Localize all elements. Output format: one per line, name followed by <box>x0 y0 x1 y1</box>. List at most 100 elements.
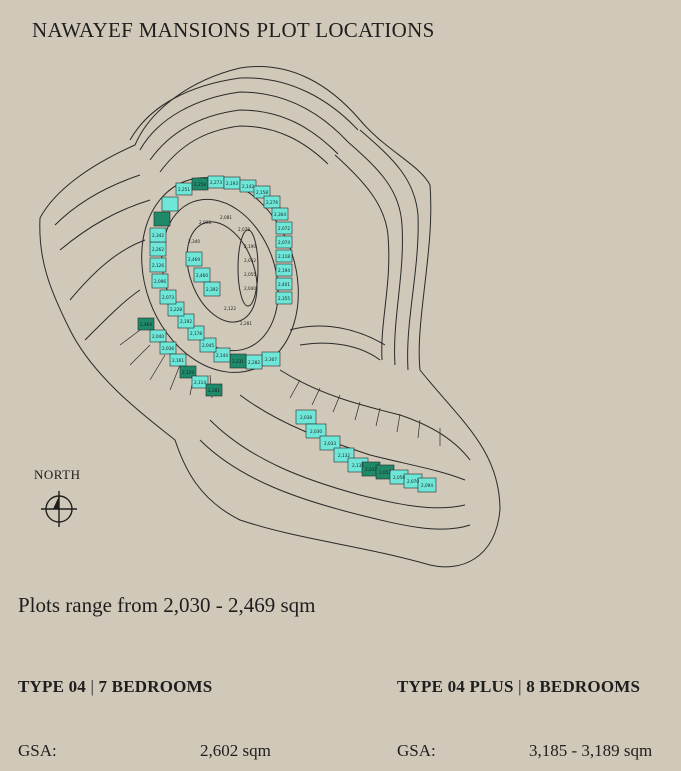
plot-label: 2,273 <box>210 180 222 185</box>
plot-label: 2,098 <box>199 220 211 225</box>
plot <box>149 257 167 273</box>
plot-label: 2,078 <box>238 227 250 232</box>
type-bedrooms: 7 BEDROOMS <box>98 677 213 696</box>
compass-icon <box>41 491 77 527</box>
type-bedrooms: 8 BEDROOMS <box>526 677 641 696</box>
plot-label: 2,258 <box>194 182 206 187</box>
plot-label: 2,342 <box>152 233 164 238</box>
plot <box>275 235 293 249</box>
plot <box>151 273 169 289</box>
plot-label: 2,056 <box>393 475 405 480</box>
plot <box>185 251 203 267</box>
plot-label: 2,392 <box>206 287 218 292</box>
plot <box>213 347 231 363</box>
gsa-value: 2,602 sqm <box>200 741 271 760</box>
plot <box>275 291 293 305</box>
plot <box>169 353 187 367</box>
plot-label: 2,096 <box>154 279 166 284</box>
plot-label: 2,074 <box>278 240 290 245</box>
plot-label: 2,307 <box>265 357 277 362</box>
gsa-label: GSA: <box>397 741 436 760</box>
plot-label: 2,073 <box>162 295 174 300</box>
plot-label: 2,045 <box>202 343 214 348</box>
plot-label: 2,281 <box>208 388 220 393</box>
plot-label: 2,401 <box>278 282 290 287</box>
plot-label: 2,228 <box>170 307 182 312</box>
plot-label: 2,126 <box>152 263 164 268</box>
plot-label: 2,057 <box>379 470 391 475</box>
plot <box>191 375 209 389</box>
plot <box>137 317 155 331</box>
plot-label: 2,072 <box>278 226 290 231</box>
plot-label: 2,081 <box>220 215 232 220</box>
plot <box>153 211 171 227</box>
plot <box>179 365 197 379</box>
plot-label: 2,144 <box>216 353 228 358</box>
plot-label: 2,094 <box>421 483 433 488</box>
plot-label: 2,129 <box>182 370 194 375</box>
plot-label: 2,161 <box>172 358 184 363</box>
plot-label: 2,038 <box>300 415 312 420</box>
plot-label: 2,460 <box>196 273 208 278</box>
plot <box>159 341 177 355</box>
plot <box>193 267 211 283</box>
plot-label: 2,037 <box>365 467 377 472</box>
type-name: TYPE 04 PLUS <box>397 677 514 696</box>
type-04-heading: TYPE 04 | 7 BEDROOMS <box>18 677 213 696</box>
plot <box>253 185 271 199</box>
gsa-label: GSA: <box>18 741 57 760</box>
plot <box>417 477 437 493</box>
plot <box>149 329 167 343</box>
plot <box>203 281 221 297</box>
plot-label: 2,469 <box>188 257 200 262</box>
plot-label: 2,251 <box>178 187 190 192</box>
plot-label: 2,118 <box>278 254 290 259</box>
plot-label: 2,364 <box>274 212 286 217</box>
plot-label: 2,262 <box>152 247 164 252</box>
plot <box>187 325 205 341</box>
type-name: TYPE 04 <box>18 677 86 696</box>
plot-label: 2,136 <box>352 463 364 468</box>
ring-plots <box>137 175 437 493</box>
plot-label: 2,281 <box>240 321 252 326</box>
north-label: NORTH <box>34 467 81 482</box>
plot <box>275 221 293 235</box>
site-boundary <box>39 66 501 568</box>
gsa-value: 3,185 - 3,189 sqm <box>529 741 653 760</box>
plot-range-text: Plots range from 2,030 - 2,469 sqm <box>18 593 316 617</box>
plot <box>275 277 293 291</box>
plot <box>199 337 217 353</box>
plot-label: 2,114 <box>194 380 206 385</box>
plot-label: 2,194 <box>278 268 290 273</box>
plot-label: 2,142 <box>242 184 254 189</box>
plot-label: 2,030 <box>310 429 322 434</box>
plot <box>159 289 177 305</box>
type-04-plus-heading: TYPE 04 PLUS | 8 BEDROOMS <box>397 677 641 696</box>
plot-label: 2,122 <box>224 306 236 311</box>
plot <box>305 423 327 439</box>
plot-label: 2,040 <box>244 286 256 291</box>
plot-label: 2,282 <box>248 360 260 365</box>
plot <box>205 383 223 397</box>
plot-label: 2,132 <box>338 453 350 458</box>
site-map: 2,251 2,258 2,273 2,193 2,142 2,158 2,27… <box>39 66 501 568</box>
plot-label: 2,469 <box>140 322 152 327</box>
plot-label: 2,158 <box>256 190 268 195</box>
plot <box>319 435 341 451</box>
plot-label: 2,231 <box>232 359 244 364</box>
plot <box>149 227 167 243</box>
plot <box>271 207 289 221</box>
plot-label: 2,193 <box>226 181 238 186</box>
plot <box>275 263 293 277</box>
plot-label: 2,340 <box>188 239 200 244</box>
plot <box>275 249 293 263</box>
plot-label: 2,178 <box>190 331 202 336</box>
plot-label: 2,036 <box>162 346 174 351</box>
plot-label: 2,052 <box>244 258 256 263</box>
plot <box>177 313 195 329</box>
plot-label: 2,040 <box>152 334 164 339</box>
plot-label: 2,190 <box>244 244 256 249</box>
plot-label: 2,355 <box>278 296 290 301</box>
plot-label: 2,276 <box>266 200 278 205</box>
plot-label: 2,055 <box>244 272 256 277</box>
